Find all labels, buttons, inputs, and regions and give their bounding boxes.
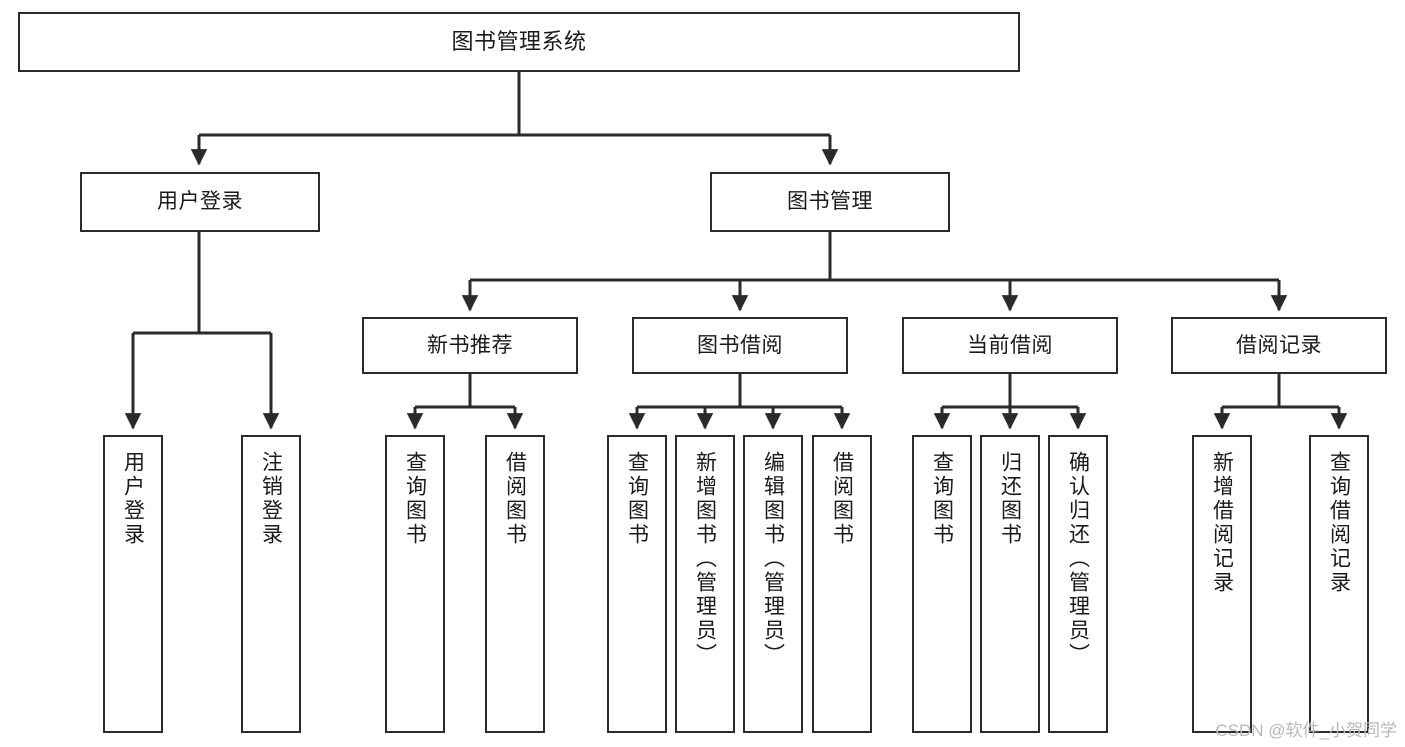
csdn-watermark: CSDN @软件_小贺同学 bbox=[1215, 721, 1397, 740]
node-label: 新书推荐 bbox=[427, 333, 513, 357]
node-label: 归还图书 bbox=[998, 451, 1022, 547]
leaf-borrow-borrow-book[interactable]: 借阅图书 bbox=[812, 435, 872, 733]
leaf-recommend-query-book[interactable]: 查询图书 bbox=[385, 435, 445, 733]
leaf-borrow-edit-book[interactable]: 编辑图书（管理员） bbox=[743, 435, 803, 733]
node-label: 借阅图书 bbox=[503, 451, 527, 547]
node-current-borrow[interactable]: 当前借阅 bbox=[902, 317, 1118, 374]
node-label: 图书管理系统 bbox=[451, 28, 587, 54]
node-label: 当前借阅 bbox=[967, 333, 1053, 357]
leaf-borrow-query-book[interactable]: 查询图书 bbox=[607, 435, 667, 733]
leaf-current-confirm-return[interactable]: 确认归还（管理员） bbox=[1048, 435, 1108, 733]
node-label: 查询借阅记录 bbox=[1327, 451, 1351, 595]
node-label: 图书借阅 bbox=[697, 333, 783, 357]
node-book-management[interactable]: 图书管理 bbox=[710, 172, 950, 232]
node-label: 新增借阅记录 bbox=[1210, 451, 1234, 595]
node-label: 借阅图书 bbox=[830, 451, 854, 547]
leaf-borrow-add-book[interactable]: 新增图书（管理员） bbox=[675, 435, 735, 733]
node-label: 用户登录 bbox=[121, 451, 145, 547]
node-label: 查询图书 bbox=[930, 451, 954, 547]
node-label: 用户登录 bbox=[157, 190, 243, 214]
node-label: 借阅记录 bbox=[1236, 333, 1322, 357]
node-label: 编辑图书（管理员） bbox=[761, 451, 785, 667]
node-label: 查询图书 bbox=[625, 451, 649, 547]
node-root-system[interactable]: 图书管理系统 bbox=[18, 12, 1020, 72]
node-user-login[interactable]: 用户登录 bbox=[80, 172, 320, 232]
leaf-current-query-book[interactable]: 查询图书 bbox=[912, 435, 972, 733]
node-label: 确认归还（管理员） bbox=[1066, 451, 1090, 667]
node-label: 注销登录 bbox=[259, 451, 283, 547]
leaf-records-add-record[interactable]: 新增借阅记录 bbox=[1192, 435, 1252, 733]
leaf-recommend-borrow-book[interactable]: 借阅图书 bbox=[485, 435, 545, 733]
leaf-current-return-book[interactable]: 归还图书 bbox=[980, 435, 1040, 733]
node-label: 查询图书 bbox=[403, 451, 427, 547]
node-label: 图书管理 bbox=[787, 190, 873, 214]
node-new-book-recommend[interactable]: 新书推荐 bbox=[362, 317, 578, 374]
node-label: 新增图书（管理员） bbox=[693, 451, 717, 667]
leaf-user-login[interactable]: 用户登录 bbox=[103, 435, 163, 733]
node-book-borrow[interactable]: 图书借阅 bbox=[632, 317, 848, 374]
node-borrow-records[interactable]: 借阅记录 bbox=[1171, 317, 1387, 374]
leaf-records-query-record[interactable]: 查询借阅记录 bbox=[1309, 435, 1369, 733]
leaf-user-logout[interactable]: 注销登录 bbox=[241, 435, 301, 733]
